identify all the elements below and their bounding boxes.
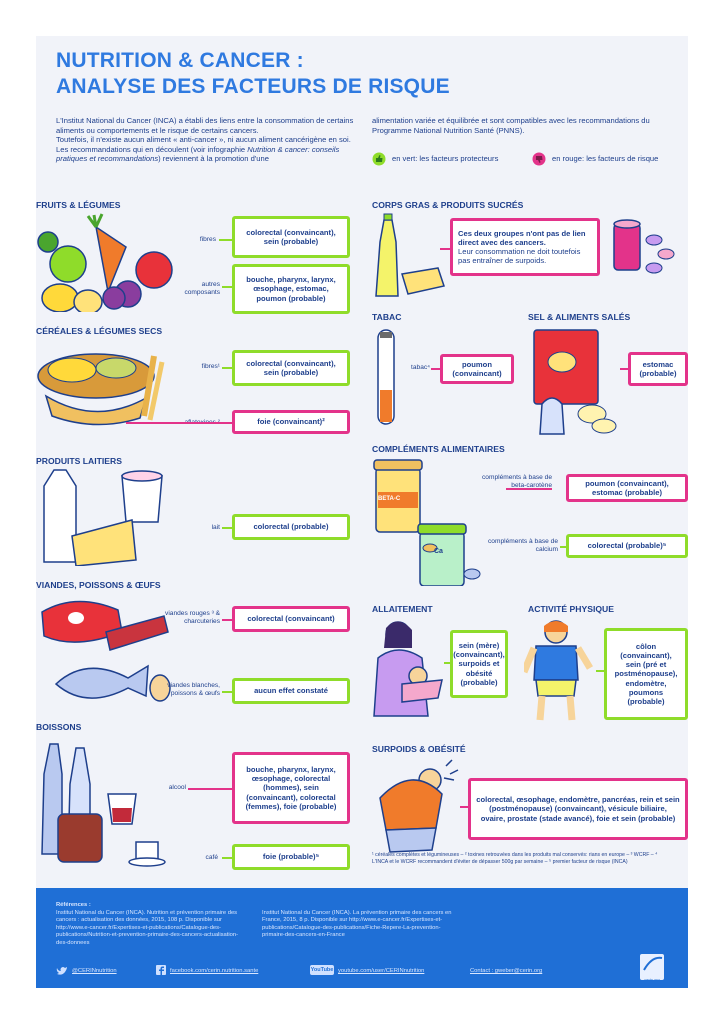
boissons-alcool-box: bouche, pharynx, larynx, œsophage, color… — [232, 752, 350, 824]
fruits-autres-box: bouche, pharynx, larynx, œsophage, estom… — [232, 264, 350, 314]
label-alcool: alcool — [168, 784, 186, 791]
label-tabac: tabac⁴ — [411, 364, 430, 371]
contact-link[interactable]: Contact : gweber@cerin.org — [470, 968, 543, 974]
complements-beta-box: poumon (convaincant), estomac (probable) — [566, 474, 688, 502]
boissons-cafe-box: foie (probable)⁵ — [232, 844, 350, 870]
connector — [506, 488, 552, 490]
cereales-fibres-box: colorectal (convaincant), sein (probable… — [232, 350, 350, 386]
references-title: Références : — [56, 902, 91, 908]
twitter-icon — [56, 967, 67, 975]
label-autres-composants: autres composants — [184, 281, 220, 296]
label-viandes-blanches: viandes blanches, poissons & œufs — [167, 682, 220, 697]
jar-label-beta: BETA-C — [378, 496, 401, 502]
facebook-link[interactable]: facebook.com/cerin.nutrition.sante — [170, 968, 259, 974]
section-title-tabac: TABAC — [372, 312, 402, 322]
cigarette-icon — [377, 329, 395, 425]
label-viandes-rouges: viandes rouges ³ & charcuteries — [165, 610, 220, 625]
physical-activity-icon — [524, 620, 594, 721]
cerin-logo-mark — [643, 956, 663, 971]
connector — [431, 368, 440, 370]
section-title-fruits: FRUITS & LÉGUMES — [36, 200, 121, 210]
connector — [222, 286, 232, 288]
connector — [222, 691, 232, 693]
label-fibres-cereales: fibres¹ — [201, 363, 220, 370]
connector — [460, 806, 468, 808]
intro-left: L'Institut National du Cancer (INCA) a é… — [56, 116, 354, 164]
overweight-icon — [379, 759, 459, 853]
section-title-cereales: CÉRÉALES & LÉGUMES SECS — [36, 326, 163, 336]
drinks-icon — [41, 743, 166, 867]
connector — [444, 662, 450, 664]
oil-butter-icon — [375, 213, 445, 297]
section-title-allaitement: ALLAITEMENT — [372, 604, 433, 614]
section-title-corps-gras: CORPS GRAS & PRODUITS SUCRÉS — [372, 200, 524, 210]
section-title-boissons: BOISSONS — [36, 722, 82, 732]
section-title-surpoids: SURPOIDS & OBÉSITÉ — [372, 744, 466, 754]
youtube-icon: YouTube — [310, 965, 334, 975]
connector — [188, 788, 232, 790]
facebook-icon — [156, 965, 166, 975]
label-cafe: café — [205, 854, 218, 861]
connector — [219, 239, 232, 241]
footnotes: ¹ céréales complètes et légumineuses – ²… — [372, 852, 658, 865]
poster: NUTRITION & CANCER : ANALYSE DES FACTEUR… — [36, 36, 688, 988]
cereals-icon — [37, 353, 165, 426]
dairy-icon — [43, 469, 163, 566]
legend-red: en rouge: les facteurs de risque — [532, 152, 682, 166]
supplements-icon — [373, 459, 481, 586]
section-title-sel: SEL & ALIMENTS SALÉS — [528, 312, 631, 322]
label-fibres: fibres — [199, 236, 216, 243]
connector — [222, 619, 232, 621]
fruits-vegetables-icon — [37, 213, 173, 312]
connector — [126, 422, 232, 424]
connector — [596, 670, 604, 672]
connector — [560, 546, 566, 548]
fruits-fibres-box: colorectal (convaincant), sein (probable… — [232, 216, 350, 258]
surpoids-box: colorectal, œsophage, endomètre, pancréa… — [468, 778, 688, 840]
page-title: NUTRITION & CANCER : ANALYSE DES FACTEUR… — [56, 49, 450, 98]
section-title-viandes: VIANDES, POISSONS & ŒUFS — [36, 580, 161, 590]
connector — [440, 248, 450, 250]
salt-chips-icon — [533, 329, 617, 435]
intro-right: alimentation variée et équilibrée et son… — [372, 116, 650, 135]
allaitement-box: sein (mère) (convaincant), surpoids et o… — [450, 630, 508, 698]
complements-calcium-box: colorectal (probable)⁵ — [566, 534, 688, 558]
viandes-rouges-box: colorectal (convaincant) — [232, 606, 350, 632]
meat-fish-eggs-icon — [41, 600, 171, 702]
label-beta-carotene: compléments à base de beta-carotène — [481, 474, 552, 489]
connector — [222, 527, 232, 529]
thumbs-up-icon — [372, 152, 386, 166]
connector — [222, 857, 232, 859]
section-title-laitiers: PRODUITS LAITIERS — [36, 456, 122, 466]
twitter-link[interactable]: @CERINnutrition — [72, 968, 117, 974]
reference-2: Institut National du Cancer (INCA). La p… — [262, 910, 452, 939]
connector — [222, 367, 232, 369]
legend-green: en vert: les facteurs protecteurs — [372, 152, 512, 166]
sweets-can-icon — [613, 219, 675, 274]
connector — [620, 368, 628, 370]
viandes-blanches-box: aucun effet constaté — [232, 678, 350, 704]
jar-label-ca: Ca — [434, 548, 443, 555]
section-title-complements: COMPLÉMENTS ALIMENTAIRES — [372, 444, 505, 454]
cerin-logo: cerin.org — [640, 954, 664, 982]
section-title-activite: ACTIVITÉ PHYSIQUE — [528, 604, 614, 614]
laitiers-lait-box: colorectal (probable) — [232, 514, 350, 540]
label-calcium: compléments à base de calcium — [488, 538, 559, 553]
label-lait: lait — [211, 524, 220, 531]
tabac-box: poumon (convaincant) — [440, 354, 514, 384]
cereales-aflatoxines-box: foie (convaincant)² — [232, 410, 350, 434]
youtube-link[interactable]: youtube.com/user/CERINnutrition — [338, 968, 425, 974]
sel-box: estomac (probable) — [628, 352, 688, 386]
activite-box: côlon (convaincant), sein (pré et postmé… — [604, 628, 688, 720]
footer: Références : Institut National du Cancer… — [36, 888, 688, 988]
reference-1: Institut National du Cancer (INCA). Nutr… — [56, 910, 239, 946]
breastfeeding-icon — [373, 621, 443, 717]
thumbs-down-icon — [532, 152, 546, 166]
corps-gras-box: Ces deux groupes n'ont pas de lien direc… — [450, 218, 600, 276]
